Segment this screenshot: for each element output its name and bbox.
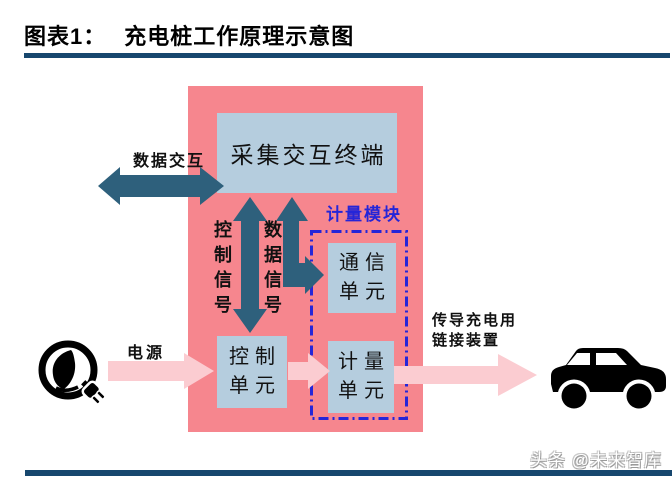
metering-module-label: 计量模块 <box>326 205 402 224</box>
leaf-shape <box>52 350 76 389</box>
control-signal-label: 控制信号 <box>212 220 232 320</box>
eco-plug-icon <box>38 340 106 405</box>
car-body <box>551 348 666 392</box>
control-unit-line1: 控制 <box>229 346 281 368</box>
car-front-window <box>567 353 590 365</box>
terminal-box-label: 采集交互终端 <box>230 143 387 168</box>
bottom-rule <box>25 470 672 476</box>
communication-unit-box: 通信 单元 <box>328 243 396 313</box>
plug-ring <box>38 340 98 400</box>
car-rear-window <box>596 353 627 365</box>
meter-unit-box: 计量 单元 <box>328 341 394 413</box>
rear-wheel-well <box>622 379 656 413</box>
watermark: 头条 @未来智库 <box>530 451 662 470</box>
charge-link-label: 传导充电用 链接装置 <box>432 311 517 351</box>
communication-unit-line2: 单元 <box>339 281 391 303</box>
meter-unit-line1: 计量 <box>338 351 390 373</box>
charge-link-line2: 链接装置 <box>432 333 501 349</box>
car-icon <box>551 348 666 413</box>
rear-wheel <box>626 383 652 409</box>
communication-unit-line1: 通信 <box>339 252 391 274</box>
title-underline <box>24 53 670 58</box>
charge-link-line1: 传导充电用 <box>432 313 518 329</box>
meter-unit-line2: 单元 <box>338 380 390 402</box>
leaf-stem <box>55 385 79 392</box>
figure-title-row: 图表1： 充电桩工作原理示意图 <box>24 19 354 51</box>
terminal-box: 采集交互终端 <box>217 113 397 193</box>
figure-tag: 图表1： <box>24 24 107 49</box>
control-unit-line2: 单元 <box>229 375 281 397</box>
data-signal-label: 数据信号 <box>262 220 282 320</box>
front-wheel <box>561 383 587 409</box>
plug-head <box>81 380 106 405</box>
page-title: 充电桩工作原理示意图 <box>124 24 355 49</box>
front-wheel-well <box>557 379 591 413</box>
control-unit-box: 控制 单元 <box>217 336 287 408</box>
power-label: 电源 <box>127 345 166 362</box>
data-exchange-label: 数据交互 <box>133 153 206 170</box>
